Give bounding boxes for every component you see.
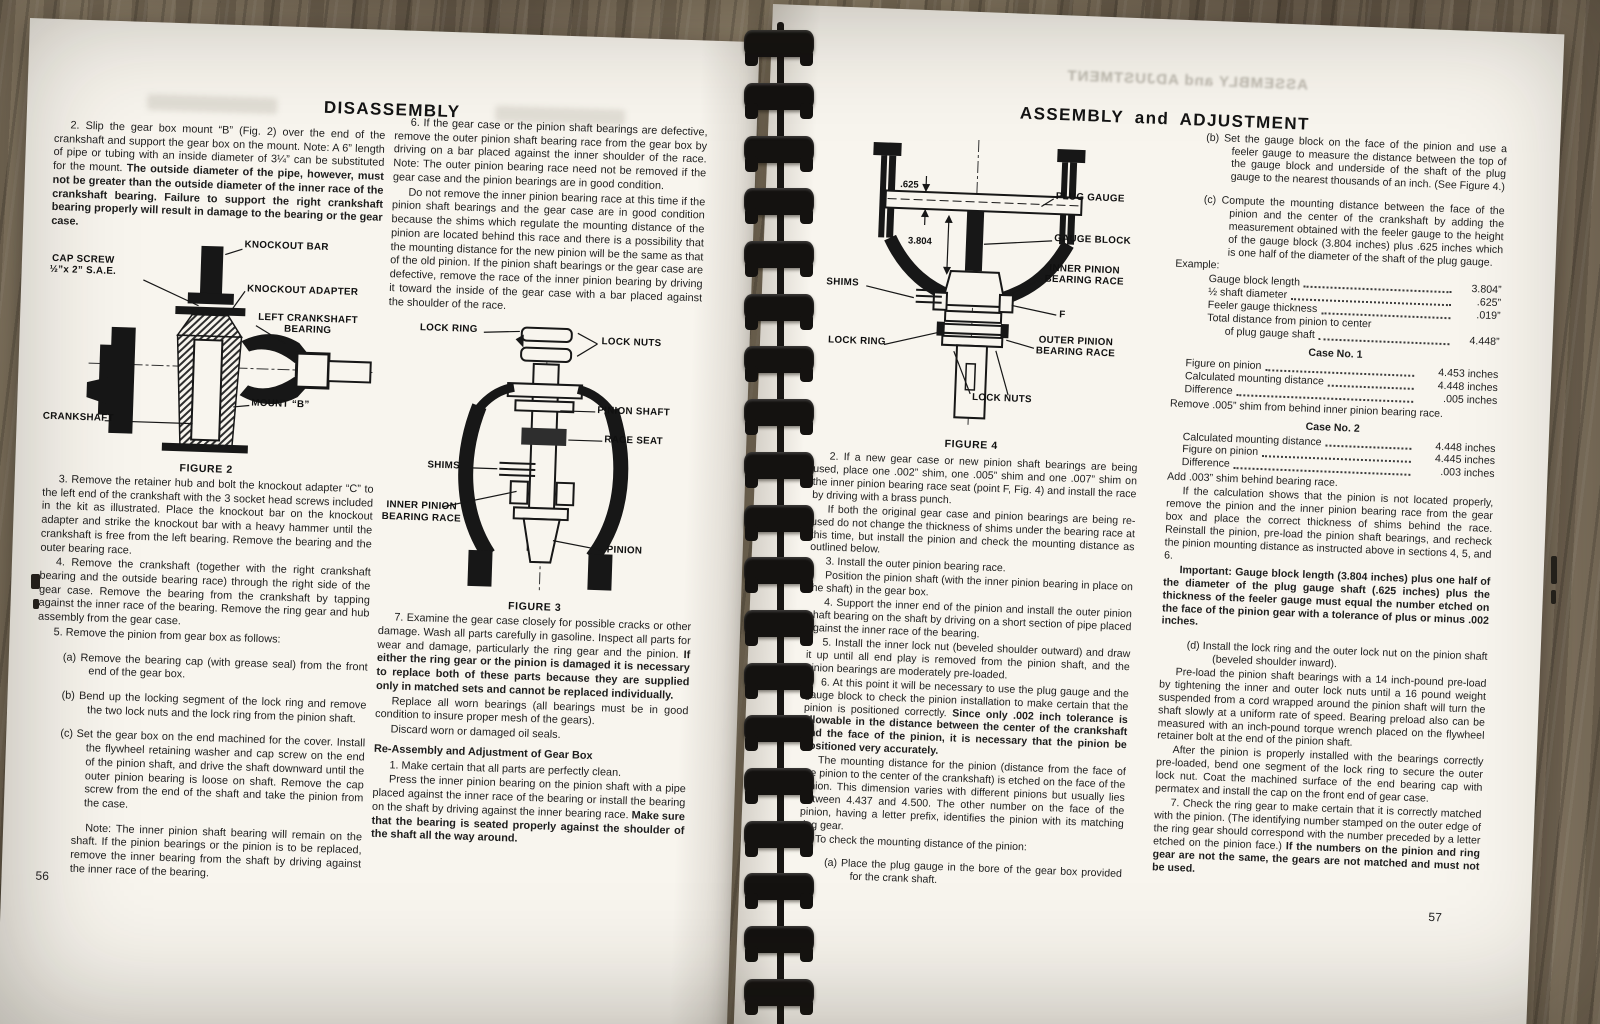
binding-tooth bbox=[744, 768, 814, 804]
comb-binding bbox=[744, 22, 814, 1024]
paragraph-step-3: 3. Remove the retainer hub and bolt the … bbox=[40, 473, 374, 557]
figure3-label-pinion: PINION bbox=[606, 544, 643, 557]
figure3-drawing bbox=[441, 326, 629, 591]
paragraph-step-2: 2. Slip the gear box mount “B” (Fig. 2) … bbox=[51, 119, 385, 240]
ink-mark bbox=[1551, 590, 1556, 604]
figure2-label-cap-screw: CAP SCREW ½”x 2” S.A.E. bbox=[49, 252, 117, 278]
page-number-57: 57 bbox=[1428, 909, 1443, 925]
binding-tooth bbox=[744, 873, 814, 909]
binding-tooth bbox=[744, 136, 814, 172]
binding-tooth bbox=[744, 610, 814, 646]
case2-row-value: .003 inches bbox=[1440, 466, 1495, 481]
figure4-dimension-3804: 3.804 bbox=[907, 235, 932, 248]
figure-3: LOCK RING LOCK NUTS PINION SHAFT RACE SE… bbox=[379, 313, 701, 619]
paragraph-if-calculation: If the calculation shows that the pinion… bbox=[1163, 485, 1494, 562]
figure4-label-shims: SHIMS bbox=[826, 276, 860, 289]
page-left: DISASSEMBLY 2. Slip the gear box mount “… bbox=[0, 18, 760, 1024]
paragraph-check-b: (b) Set the gauge block on the face of t… bbox=[1205, 131, 1508, 194]
paragraph-step-5b: (b) Bend up the locking segment of the l… bbox=[61, 689, 367, 725]
figure4-label-outer-pinion-bearing-race: OUTER PINION BEARING RACE bbox=[1035, 334, 1116, 360]
example-row-label: of plug gauge shaft bbox=[1224, 325, 1316, 342]
binding-tooth bbox=[744, 346, 814, 382]
ink-mark bbox=[31, 574, 40, 589]
case1-row-label: Difference bbox=[1184, 382, 1233, 397]
case2-row-label: Difference bbox=[1181, 456, 1230, 471]
figure3-label-inner-pinion-bearing-race: INNER PINION BEARING RACE bbox=[381, 499, 462, 525]
figure2-drawing bbox=[86, 245, 373, 454]
paragraph-mounting-distance: The mounting distance for the pinion (di… bbox=[799, 754, 1126, 833]
case1-row-value: .005 inches bbox=[1442, 392, 1498, 407]
right-page-column-1: PLUG GAUGE GAUGE BLOCK INNER PINION BEAR… bbox=[797, 120, 1150, 895]
binding-tooth bbox=[744, 557, 814, 593]
figure2-label-left-crankshaft-bearing: LEFT CRANKSHAFT BEARING bbox=[258, 311, 359, 337]
paragraph-step-5c: (c) Set the gear box on the end machined… bbox=[60, 727, 366, 811]
example-row-value: 4.448” bbox=[1469, 335, 1500, 349]
figure-2: KNOCKOUT BAR CAP SCREW ½”x 2” S.A.E. KNO… bbox=[41, 233, 379, 482]
figure2-label-crankshaft: CRANKSHAFT bbox=[42, 410, 114, 424]
binding-tooth bbox=[744, 979, 814, 1015]
paragraph-step-6r: 6. At this point it will be necessary to… bbox=[802, 675, 1129, 765]
binding-tooth bbox=[744, 83, 814, 119]
figure4-drawing bbox=[866, 139, 1086, 426]
figure4-label-lock-nuts: LOCK NUTS bbox=[971, 391, 1033, 406]
binding-tooth bbox=[744, 505, 814, 541]
figure3-label-shims: SHIMS bbox=[427, 459, 461, 472]
paragraph-check-a: (a) Place the plug gauge in the bore of … bbox=[823, 856, 1123, 887]
page-right: ASSEMBLY and ADJUSTMENT ASSEMBLY and ADJ… bbox=[732, 4, 1565, 1024]
figure4-label-f-point: F bbox=[1059, 309, 1066, 321]
figure4-label-lock-ring: LOCK RING bbox=[827, 334, 886, 348]
binding-tooth bbox=[744, 663, 814, 699]
figure2-label-mount-b: MOUNT “B” bbox=[251, 397, 310, 411]
binding-tooth bbox=[744, 294, 814, 330]
binding-tooth bbox=[744, 188, 814, 224]
figure4-dimension-625: .625 bbox=[899, 179, 919, 191]
binding-tooth bbox=[744, 715, 814, 751]
figure3-label-race-seat: RACE SEAT bbox=[604, 434, 664, 448]
ink-mark bbox=[33, 599, 39, 609]
paragraph-note-5: Note: The inner pinion shaft bearing wil… bbox=[69, 821, 363, 880]
left-page-column-1: 2. Slip the gear box mount “B” (Fig. 2) … bbox=[30, 119, 386, 887]
paragraph-press-bearing: Press the inner pinion bearing on the pi… bbox=[371, 773, 686, 852]
figure3-label-lock-nuts: LOCK NUTS bbox=[601, 336, 662, 350]
binding-tooth bbox=[744, 241, 814, 277]
paragraph-check-c: (c) Compute the mounting distance betwee… bbox=[1203, 193, 1505, 269]
binding-tooth bbox=[744, 926, 814, 962]
ink-mark bbox=[1551, 556, 1557, 584]
figure3-label-lock-ring: LOCK RING bbox=[419, 322, 478, 336]
binding-tooth bbox=[744, 399, 814, 435]
paragraph-step-6b: Do not remove the inner pinion bearing r… bbox=[388, 186, 706, 312]
example-row-value: .019” bbox=[1476, 309, 1501, 323]
paragraph-step-6: 6. If the gear case or the pinion shaft … bbox=[392, 116, 708, 193]
right-page-column-2: (b) Set the gauge block on the face of t… bbox=[1152, 120, 1508, 888]
paragraph-important: Important: Gauge block length (3.804 inc… bbox=[1161, 563, 1491, 629]
paragraph-step-7r: 7. Check the ring gear to make certain t… bbox=[1152, 796, 1482, 886]
binding-tooth bbox=[744, 452, 814, 488]
paragraph-preload: Pre-load the pinion shaft bearings with … bbox=[1156, 665, 1487, 750]
paragraph-step-4: 4. Remove the crankshaft (together with … bbox=[37, 556, 371, 628]
page-number-56: 56 bbox=[35, 868, 50, 884]
figure3-label-pinion-shaft: PINION SHAFT bbox=[597, 405, 671, 419]
dot-leader bbox=[1318, 338, 1450, 346]
binding-tooth bbox=[744, 30, 814, 66]
figure-4: PLUG GAUGE GAUGE BLOCK INNER PINION BEAR… bbox=[806, 120, 1148, 458]
figure4-label-inner-pinion-bearing-race: INNER PINION BEARING RACE bbox=[1044, 262, 1125, 288]
paragraph-step-7: 7. Examine the gear case closely for pos… bbox=[376, 611, 692, 704]
left-page-column-2: 6. If the gear case or the pinion shaft … bbox=[371, 116, 708, 853]
show-through-header: ASSEMBLY and ADJUSTMENT bbox=[1066, 67, 1309, 94]
binding-tooth bbox=[744, 821, 814, 857]
paragraph-step-5a: (a) Remove the bearing cap (with grease … bbox=[62, 651, 368, 681]
